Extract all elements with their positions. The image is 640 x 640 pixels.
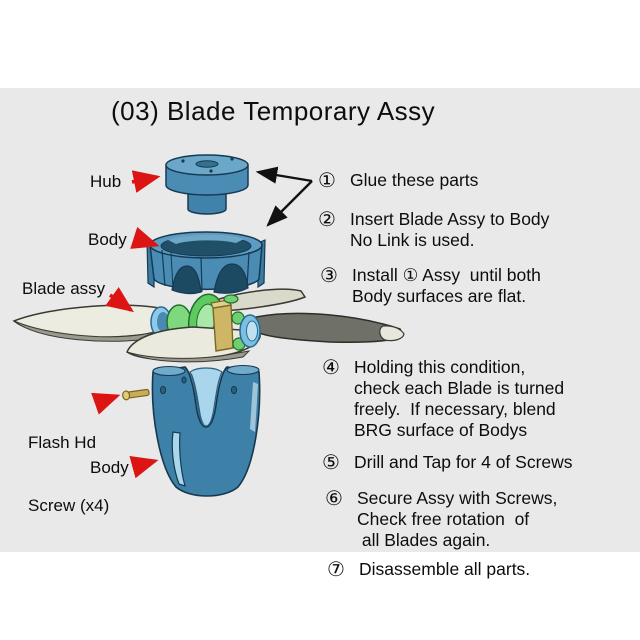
red-arrow-body-upper [130, 226, 160, 249]
step-4-text: Holding this condition, [354, 357, 526, 377]
label-hub: Hub [90, 172, 122, 191]
step-6: ⑥ Secure Assy with Screws, Check free ro… [325, 488, 557, 551]
step-6-text: Secure Assy with Screws, [357, 488, 558, 508]
upper-body-part [146, 231, 266, 295]
label-flash-head-screw: Flash Hd Screw (x4) [28, 390, 109, 558]
step-3-text: Body surfaces are flat. [352, 286, 527, 306]
step-7-number: ⑦ [327, 559, 345, 581]
flash-head-screw-part [122, 388, 150, 401]
step-2-number: ② [318, 209, 336, 231]
step-4-text: freely. If necessary, blend [354, 399, 556, 419]
hub-part [165, 154, 249, 215]
step-2: ② Insert Blade Assy to Body No Link is u… [318, 209, 549, 251]
step-7-text: Disassemble all parts. [359, 559, 531, 579]
step-6-text: Check free rotation of [357, 509, 530, 529]
step-7: ⑦ Disassemble all parts. [327, 559, 530, 581]
step-4: ④ Holding this condition, check each Bla… [322, 357, 564, 441]
black-arrow-to-body [266, 180, 313, 227]
step-4-text: check each Blade is turned [354, 378, 565, 398]
step-3-text: Install ① Assy until both [352, 265, 541, 285]
step-3-number: ③ [320, 265, 338, 287]
step-5-text: Drill and Tap for 4 of Screws [354, 452, 573, 472]
step-6-number: ⑥ [325, 488, 343, 510]
lower-body-part [151, 364, 261, 497]
label-screw-line2: Screw (x4) [28, 496, 110, 515]
red-arrow-hub [131, 170, 161, 193]
label-blade-assy: Blade assy [22, 279, 106, 298]
step-4-number: ④ [322, 357, 340, 379]
step-5: ⑤ Drill and Tap for 4 of Screws [322, 452, 573, 474]
step-3: ③ Install ① Assy until both Body surface… [320, 265, 541, 307]
step-1: ① Glue these parts [318, 170, 478, 192]
blade-assy-part [12, 288, 405, 363]
step-5-number: ⑤ [322, 452, 340, 474]
step-2-text: Insert Blade Assy to Body [350, 209, 550, 229]
red-arrow-screw [91, 392, 121, 415]
label-body-upper: Body [88, 230, 127, 249]
step-2-text: No Link is used. [350, 230, 475, 250]
step-4-text: BRG surface of Bodys [354, 420, 528, 440]
step-1-text: Glue these parts [350, 170, 479, 190]
label-body-lower: Body [90, 458, 129, 477]
label-screw-line1: Flash Hd [28, 433, 97, 452]
page-title: (03) Blade Temporary Assy [111, 96, 436, 126]
step-6-text: all Blades again. [357, 530, 491, 550]
red-arrow-blade-assy [105, 287, 134, 313]
black-arrow-to-hub [255, 166, 313, 184]
red-arrow-body-lower [129, 456, 159, 479]
step-1-number: ① [318, 170, 336, 192]
